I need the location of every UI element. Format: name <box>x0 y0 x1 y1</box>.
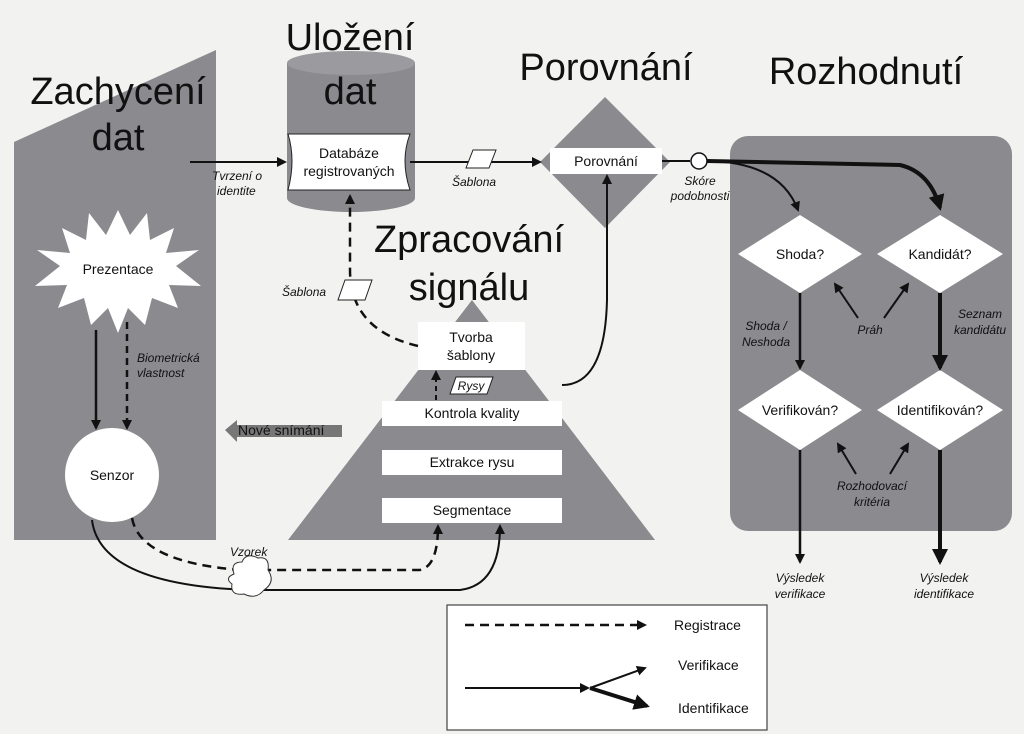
sensor-to-segmentation-arrow <box>91 519 505 591</box>
identification-result-label: Výsledek <box>920 571 970 585</box>
section-capture-title-line2: dat <box>92 117 145 159</box>
section-decision-title: Rozhodnutí <box>769 51 964 93</box>
match-label: Shoda? <box>776 246 824 262</box>
section-processing-title-line2: signálu <box>409 267 529 309</box>
quality-control-label: Kontrola kvality <box>425 405 520 421</box>
legend-identification-arrow <box>589 686 650 710</box>
section-storage-title-line2: dat <box>324 71 377 113</box>
legend-registration-label: Registrace <box>674 617 741 633</box>
sensor-to-segmentation-registration-arrow <box>130 517 443 572</box>
template-creation-label-line2: šablony <box>447 347 495 363</box>
section-storage-title: Uložení <box>286 17 415 59</box>
verified-label: Verifikován? <box>762 402 838 418</box>
verification-result-label-line2: verifikace <box>775 587 826 601</box>
match-nomatch-label: Shoda / <box>745 319 788 333</box>
similarity-score-label: Skóre <box>684 174 716 188</box>
template-creation-box <box>418 322 525 370</box>
new-capture-label: Nové snímání <box>238 422 324 438</box>
biometric-property-label: Biometrická <box>137 351 200 365</box>
presentation-label: Prezentace <box>83 261 154 277</box>
candidate-label: Kandidát? <box>908 246 971 262</box>
template-top-parallelogram <box>465 149 497 169</box>
new-capture-arrow <box>225 420 342 442</box>
similarity-score-label-line2: podobnosti <box>670 189 730 203</box>
biometric-property-label-line2: vlastnost <box>137 366 185 380</box>
legend-verification-label: Verifikace <box>678 657 739 673</box>
identification-result-label-line2: identifikace <box>914 587 974 601</box>
sensor-label: Senzor <box>90 467 135 483</box>
feature-extraction-label: Extrakce rysu <box>430 454 515 470</box>
template-top-label: Šablona <box>452 174 496 189</box>
sample-label: Vzorek <box>230 545 268 559</box>
segmentation-label: Segmentace <box>433 502 512 518</box>
template-creation-label: Tvorba <box>449 329 493 345</box>
criteria-to-identified-arrow <box>889 442 910 475</box>
candidate-list-label: Seznam <box>958 307 1002 321</box>
comparator-label: Porovnání <box>574 153 638 169</box>
sensor-node <box>65 428 159 522</box>
database-box <box>287 133 411 191</box>
legend-identification-label: Identifikace <box>678 700 749 716</box>
legend-verification-arrow <box>589 666 647 689</box>
template-to-database-arrow <box>345 194 419 348</box>
identity-claim-label-line2: identite <box>217 184 256 198</box>
section-processing-title: Zpracování <box>374 219 565 261</box>
match-diamond <box>738 215 862 293</box>
candidate-diamond <box>877 215 1003 293</box>
criteria-to-verified-arrow <box>836 442 857 475</box>
template-left-parallelogram <box>337 279 373 301</box>
threshold-to-match-arrow <box>833 282 859 319</box>
quality-control-box <box>382 401 562 426</box>
identified-label: Identifikován? <box>897 402 984 418</box>
match-nomatch-label-line2: Neshoda <box>742 335 790 349</box>
features-parallelogram <box>449 376 494 395</box>
features-label: Rysy <box>458 379 486 393</box>
section-comparison-title: Porovnání <box>519 47 693 89</box>
template-left-label: Šablona <box>282 284 326 299</box>
feature-extraction-box <box>382 450 562 475</box>
candidate-list-label-line2: kandidátu <box>954 323 1006 337</box>
database-label: Databáze <box>319 145 379 161</box>
threshold-label: Práh <box>857 323 883 337</box>
comparator-box <box>550 148 662 174</box>
sample-cloud <box>228 555 272 597</box>
threshold-to-candidate-arrow <box>883 282 910 319</box>
decision-criteria-label-line2: kritéria <box>854 495 890 509</box>
score-to-candidate-arrow <box>706 159 945 211</box>
identified-diamond <box>877 370 1003 450</box>
quality-to-comparator-arrow <box>561 174 612 386</box>
verification-result-label: Výsledek <box>776 571 826 585</box>
similarity-score-node <box>690 152 708 170</box>
segmentation-box <box>382 498 562 523</box>
verified-diamond <box>738 370 862 450</box>
database-label-line2: registrovaných <box>303 163 394 179</box>
section-capture-title: Zachycení <box>30 71 206 113</box>
identity-claim-label: Tvrzení o <box>212 169 262 183</box>
decision-criteria-label: Rozhodovací <box>837 479 909 493</box>
presentation-starburst <box>35 210 201 333</box>
